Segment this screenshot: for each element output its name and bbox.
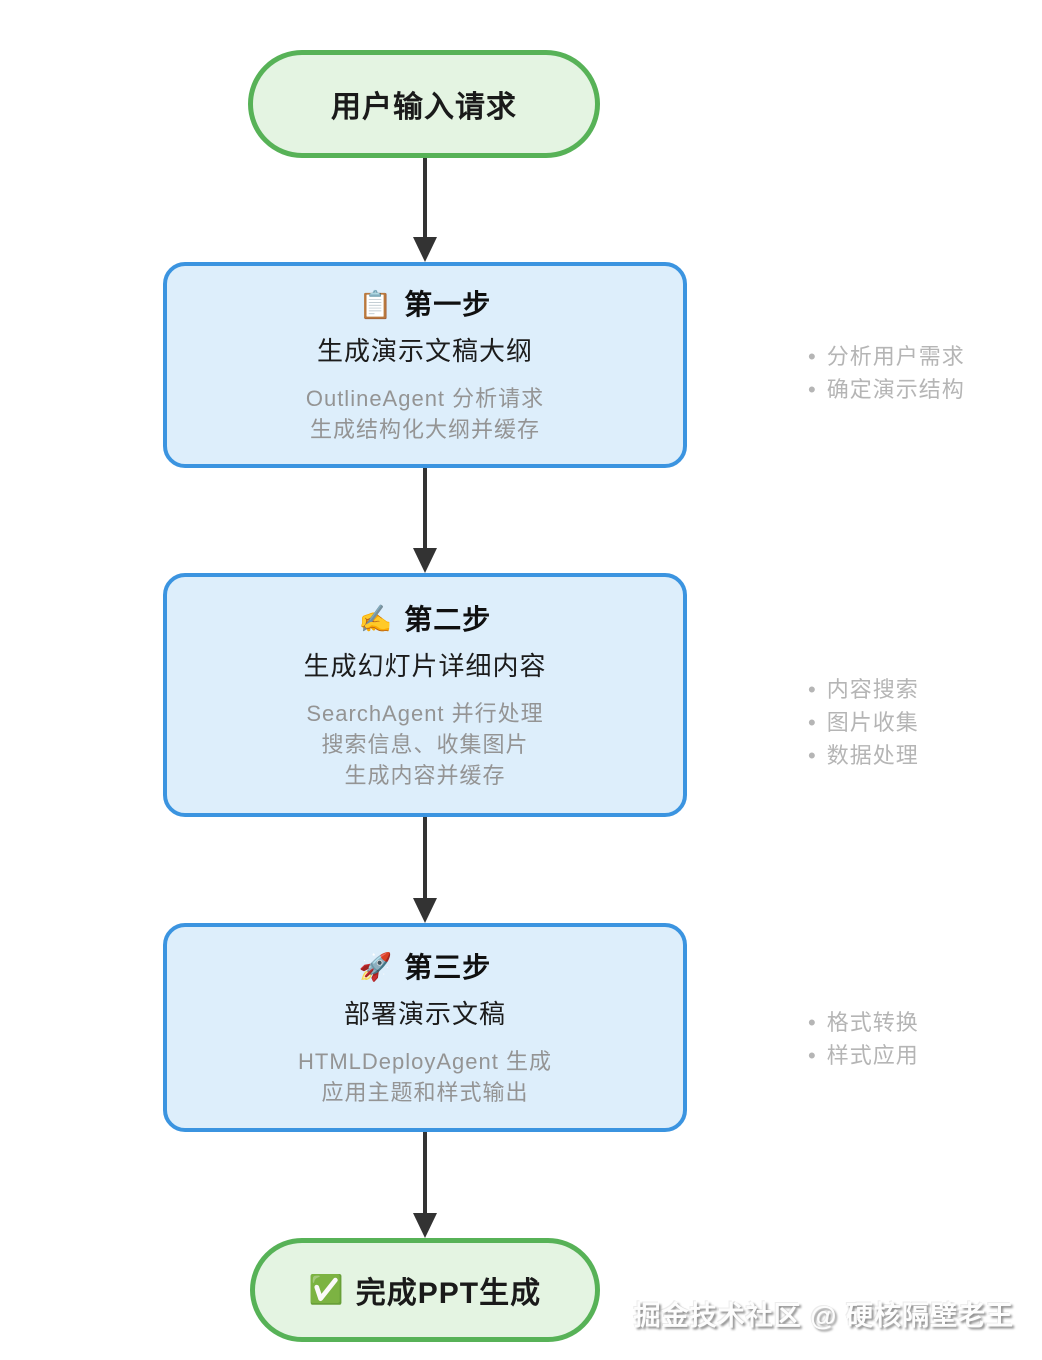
side-note: 分析用户需求 bbox=[808, 340, 965, 373]
side-note: 图片收集 bbox=[808, 706, 919, 739]
arrow-head-icon bbox=[413, 548, 437, 573]
step-2-title: 第二步 bbox=[404, 603, 492, 635]
writing-hand-icon: ✍️ bbox=[358, 604, 393, 634]
flow-arrow bbox=[405, 468, 445, 573]
flow-arrow bbox=[405, 158, 445, 262]
step-1-title: 第一步 bbox=[404, 289, 492, 320]
step-2-box: ✍️ 第二步 生成幻灯片详细内容 SearchAgent 并行处理 搜索信息、收… bbox=[163, 573, 687, 817]
step-1-box: 📋 第一步 生成演示文稿大纲 OutlineAgent 分析请求 生成结构化大纲… bbox=[163, 262, 687, 468]
side-note: 格式转换 bbox=[808, 1006, 919, 1039]
end-node: ✅ 完成PPT生成 bbox=[250, 1238, 600, 1342]
step-2-detail-line: 搜索信息、收集图片 bbox=[321, 731, 529, 757]
watermark: 掘金技术社区 @ 硬核隔壁老王 bbox=[633, 1301, 1014, 1331]
arrow-shaft bbox=[423, 158, 427, 237]
step-1-side-notes: 分析用户需求 确定演示结构 bbox=[808, 340, 965, 406]
step-3-detail-line: HTMLDeployAgent 生成 bbox=[298, 1048, 552, 1074]
arrow-shaft bbox=[423, 1132, 427, 1213]
clipboard-icon: 📋 bbox=[358, 289, 393, 320]
step-1-title-row: 📋 第一步 bbox=[359, 285, 492, 325]
check-mark-icon: ✅ bbox=[308, 1274, 344, 1305]
arrow-shaft bbox=[423, 817, 427, 898]
rocket-icon: 🚀 bbox=[358, 952, 393, 982]
side-note: 数据处理 bbox=[808, 739, 919, 772]
flow-arrow bbox=[405, 817, 445, 923]
step-3-title-row: 🚀 第三步 bbox=[359, 948, 492, 988]
step-3-box: 🚀 第三步 部署演示文稿 HTMLDeployAgent 生成 应用主题和样式输… bbox=[163, 923, 687, 1132]
start-node-label: 用户输入请求 bbox=[331, 91, 517, 124]
step-2-subtitle: 生成幻灯片详细内容 bbox=[303, 650, 547, 681]
side-note: 确定演示结构 bbox=[808, 373, 965, 406]
side-note: 内容搜索 bbox=[808, 673, 919, 706]
arrow-shaft bbox=[423, 468, 427, 548]
step-2-detail-line: 生成内容并缓存 bbox=[344, 762, 506, 788]
step-1-detail-line: 生成结构化大纲并缓存 bbox=[309, 417, 540, 442]
step-2-detail-line: SearchAgent 并行处理 bbox=[306, 700, 544, 726]
arrow-head-icon bbox=[413, 237, 437, 262]
step-1-subtitle: 生成演示文稿大纲 bbox=[316, 336, 533, 366]
step-2-details: SearchAgent 并行处理 搜索信息、收集图片 生成内容并缓存 bbox=[306, 698, 543, 791]
step-3-side-notes: 格式转换 样式应用 bbox=[808, 1006, 919, 1072]
step-1-details: OutlineAgent 分析请求 生成结构化大纲并缓存 bbox=[306, 383, 544, 445]
step-2-side-notes: 内容搜索 图片收集 数据处理 bbox=[808, 673, 919, 772]
step-2-title-row: ✍️ 第二步 bbox=[359, 600, 492, 640]
flow-arrow bbox=[405, 1132, 445, 1238]
start-node: 用户输入请求 bbox=[248, 50, 600, 158]
step-3-details: HTMLDeployAgent 生成 应用主题和样式输出 bbox=[298, 1046, 552, 1108]
step-3-subtitle: 部署演示文稿 bbox=[343, 998, 506, 1029]
step-1-detail-line: OutlineAgent 分析请求 bbox=[305, 386, 545, 411]
step-3-title: 第三步 bbox=[404, 951, 492, 983]
arrow-head-icon bbox=[413, 1213, 437, 1238]
side-note: 样式应用 bbox=[808, 1039, 919, 1072]
arrow-head-icon bbox=[413, 898, 437, 923]
end-node-label: 完成PPT生成 bbox=[355, 1277, 542, 1310]
step-3-detail-line: 应用主题和样式输出 bbox=[321, 1079, 529, 1105]
